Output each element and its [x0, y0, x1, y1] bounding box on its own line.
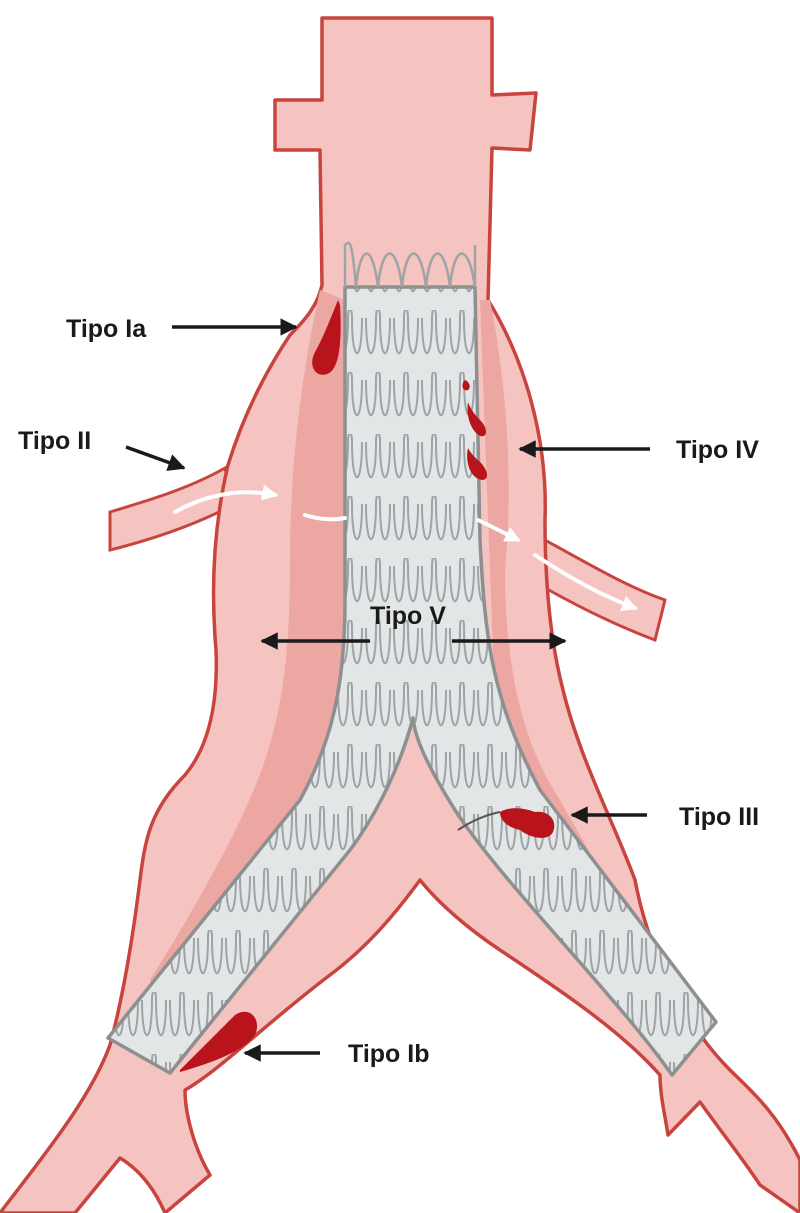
label-type-iii: Tipo III: [679, 805, 759, 830]
arrow-type-ii: [126, 447, 184, 468]
label-type-ia: Tipo Ia: [66, 317, 146, 342]
label-type-ib: Tipo Ib: [348, 1042, 429, 1067]
label-type-v: Tipo V: [370, 604, 446, 629]
right-lumbar-branch: [540, 540, 665, 640]
label-type-iv: Tipo IV: [676, 438, 759, 463]
label-type-ii: Tipo II: [18, 429, 91, 454]
stent-graft: [80, 250, 740, 1110]
